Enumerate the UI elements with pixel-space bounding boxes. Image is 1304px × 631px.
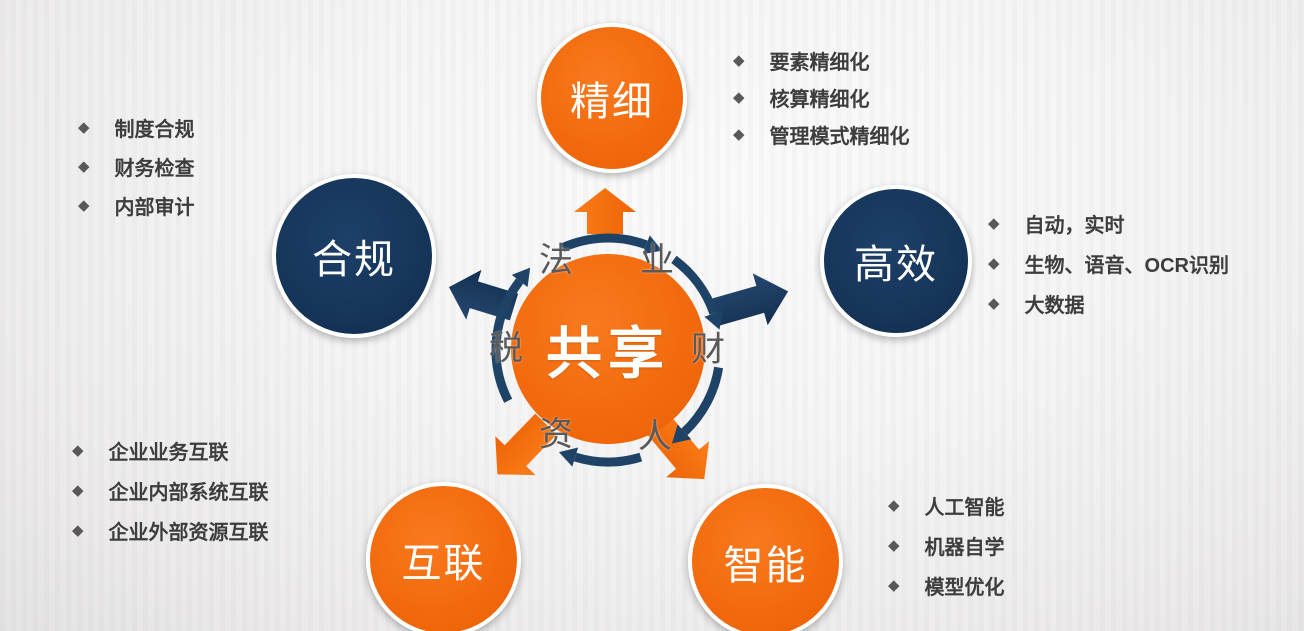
- node-label: 精细: [570, 80, 654, 124]
- list-item-label: 大数据: [1024, 294, 1085, 317]
- diamond-icon: ◆: [988, 294, 1000, 312]
- list-item: ◆ 生物、语音、OCR识别: [988, 243, 1229, 283]
- hub-label: 共享: [546, 321, 670, 385]
- diamond-icon: ◆: [988, 254, 1000, 272]
- list-item-label: 企业业务互联: [108, 441, 229, 464]
- bullet-list-interconnect: ◆ 企业业务互联 ◆ 企业内部系统互联 ◆ 企业外部资源互联: [72, 430, 269, 550]
- list-item: ◆ 要素精细化: [733, 42, 910, 79]
- node-label: 高效: [854, 243, 938, 287]
- diamond-icon: ◆: [888, 536, 900, 554]
- diamond-icon: ◆: [78, 158, 90, 175]
- diamond-icon: ◆: [72, 441, 84, 459]
- list-item-label: 模型优化: [924, 576, 1005, 599]
- hub-segment-label: 业: [640, 241, 674, 280]
- list-item: ◆ 财务检查: [78, 147, 195, 186]
- hub-segment-label: 人: [638, 417, 672, 456]
- list-item: ◆ 自动，实时: [988, 203, 1229, 243]
- node-interconnect-circle: 互联: [366, 482, 521, 631]
- list-item: ◆ 制度合规: [78, 108, 195, 147]
- diamond-icon: ◆: [733, 52, 745, 69]
- diamond-icon: ◆: [733, 126, 745, 143]
- diamond-icon: ◆: [888, 576, 900, 594]
- list-item: ◆ 管理模式精细化: [733, 116, 910, 153]
- hub-segment-label: 税: [489, 329, 523, 368]
- diamond-icon: ◆: [72, 521, 84, 539]
- list-item: ◆ 人工智能: [888, 485, 1005, 525]
- list-item-label: 机器自学: [924, 536, 1005, 559]
- diamond-icon: ◆: [888, 496, 900, 514]
- node-refined-circle: 精细: [537, 23, 687, 173]
- list-item-label: 人工智能: [924, 496, 1005, 519]
- diamond-icon: ◆: [78, 197, 90, 214]
- bullet-list-refined: ◆ 要素精细化 ◆ 核算精细化 ◆ 管理模式精细化: [733, 42, 910, 153]
- list-item-label: 制度合规: [114, 119, 195, 141]
- diamond-icon: ◆: [988, 214, 1000, 232]
- bullet-list-compliance: ◆ 制度合规 ◆ 财务检查 ◆ 内部审计: [78, 108, 195, 225]
- list-item-label: 企业内部系统互联: [108, 481, 269, 504]
- list-item: ◆ 企业外部资源互联: [72, 510, 269, 550]
- list-item-label: 财务检查: [114, 158, 195, 180]
- node-efficiency-circle: 高效: [820, 185, 972, 337]
- diamond-icon: ◆: [72, 481, 84, 499]
- list-item-label: 生物、语音、OCR识别: [1024, 254, 1229, 277]
- node-compliance-circle: 合规: [272, 174, 436, 338]
- hub-segment-label: 法: [539, 241, 573, 280]
- arrow-up-icon: [574, 188, 636, 234]
- list-item: ◆ 机器自学: [888, 525, 1005, 565]
- list-item: ◆ 核算精细化: [733, 79, 910, 116]
- node-label: 智能: [723, 543, 808, 588]
- node-intelligence-circle: 智能: [688, 484, 843, 631]
- list-item-label: 内部审计: [114, 197, 195, 219]
- hub-circle: 共享: [511, 254, 705, 444]
- list-item: ◆ 内部审计: [78, 186, 195, 225]
- list-item: ◆ 企业业务互联: [72, 430, 269, 470]
- diamond-icon: ◆: [78, 119, 90, 136]
- node-label: 合规: [312, 238, 396, 282]
- list-item: ◆ 企业内部系统互联: [72, 470, 269, 510]
- list-item-label: 核算精细化: [769, 89, 870, 111]
- list-item-label: 管理模式精细化: [769, 126, 910, 148]
- hub-segment-label: 资: [539, 415, 573, 454]
- list-item-label: 企业外部资源互联: [108, 521, 269, 544]
- list-item: ◆ 模型优化: [888, 565, 1005, 605]
- list-item-label: 要素精细化: [769, 52, 870, 74]
- diamond-icon: ◆: [733, 89, 745, 106]
- list-item: ◆ 大数据: [988, 283, 1229, 323]
- bullet-list-efficiency: ◆ 自动，实时 ◆ 生物、语音、OCR识别 ◆ 大数据: [988, 203, 1229, 323]
- bullet-list-intelligence: ◆ 人工智能 ◆ 机器自学 ◆ 模型优化: [888, 485, 1005, 605]
- node-label: 互联: [401, 541, 486, 586]
- list-item-label: 自动，实时: [1024, 214, 1125, 237]
- hub-segment-label: 财: [691, 330, 725, 369]
